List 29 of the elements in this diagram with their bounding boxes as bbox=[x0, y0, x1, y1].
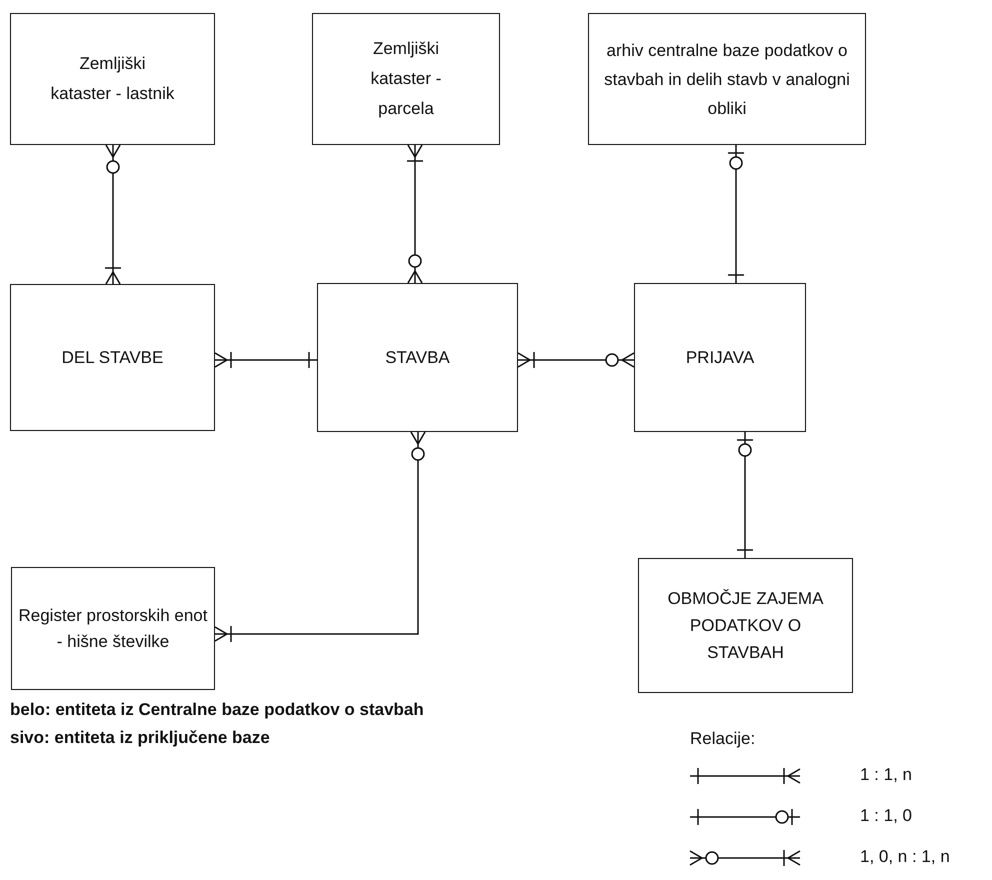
relationship-line bbox=[104, 144, 122, 285]
entity-box bbox=[588, 13, 866, 145]
relationship-line bbox=[406, 144, 424, 284]
entity-box bbox=[634, 283, 806, 432]
entity-box bbox=[317, 283, 518, 432]
legend-title: Relacije: bbox=[690, 729, 756, 749]
note-text: belo: entiteta iz Centralne baze podatkov o stavbah bbox=[10, 700, 424, 720]
entity-name: Zemljiški kataster - lastnik bbox=[50, 53, 176, 105]
entity-box bbox=[10, 13, 215, 145]
entity-name: arhiv centralne baze podatkov o stavbah in delih stavb v analogni obliki bbox=[603, 40, 851, 120]
legend-label: 1, 0, n : 1, n bbox=[860, 847, 950, 867]
relationship-line bbox=[214, 431, 426, 643]
entity-name: STAVBA bbox=[385, 346, 450, 368]
entity-box bbox=[638, 558, 853, 693]
relationship-line bbox=[214, 351, 317, 369]
entity-box bbox=[11, 567, 215, 690]
relationship-line bbox=[736, 432, 754, 558]
legend-label: 1 : 1, 0 bbox=[860, 806, 912, 826]
relationship-line bbox=[517, 351, 635, 369]
entity-name: Zemljiški kataster - parcela bbox=[370, 38, 442, 120]
entity-name: DEL STAVBE bbox=[62, 346, 164, 368]
entity-name: OBMOČJE ZAJEMA PODATKOV O STAVBAH bbox=[666, 588, 824, 664]
entity-box bbox=[312, 13, 500, 145]
relationship-line bbox=[727, 145, 745, 283]
entity-name: Register prostorskih enot - hišne številke bbox=[18, 604, 208, 652]
entity-name: PRIJAVA bbox=[686, 346, 754, 368]
entity-box bbox=[10, 284, 215, 431]
legend-label: 1 : 1, n bbox=[860, 765, 912, 785]
note-text: sivo: entiteta iz priključene baze bbox=[10, 728, 270, 748]
